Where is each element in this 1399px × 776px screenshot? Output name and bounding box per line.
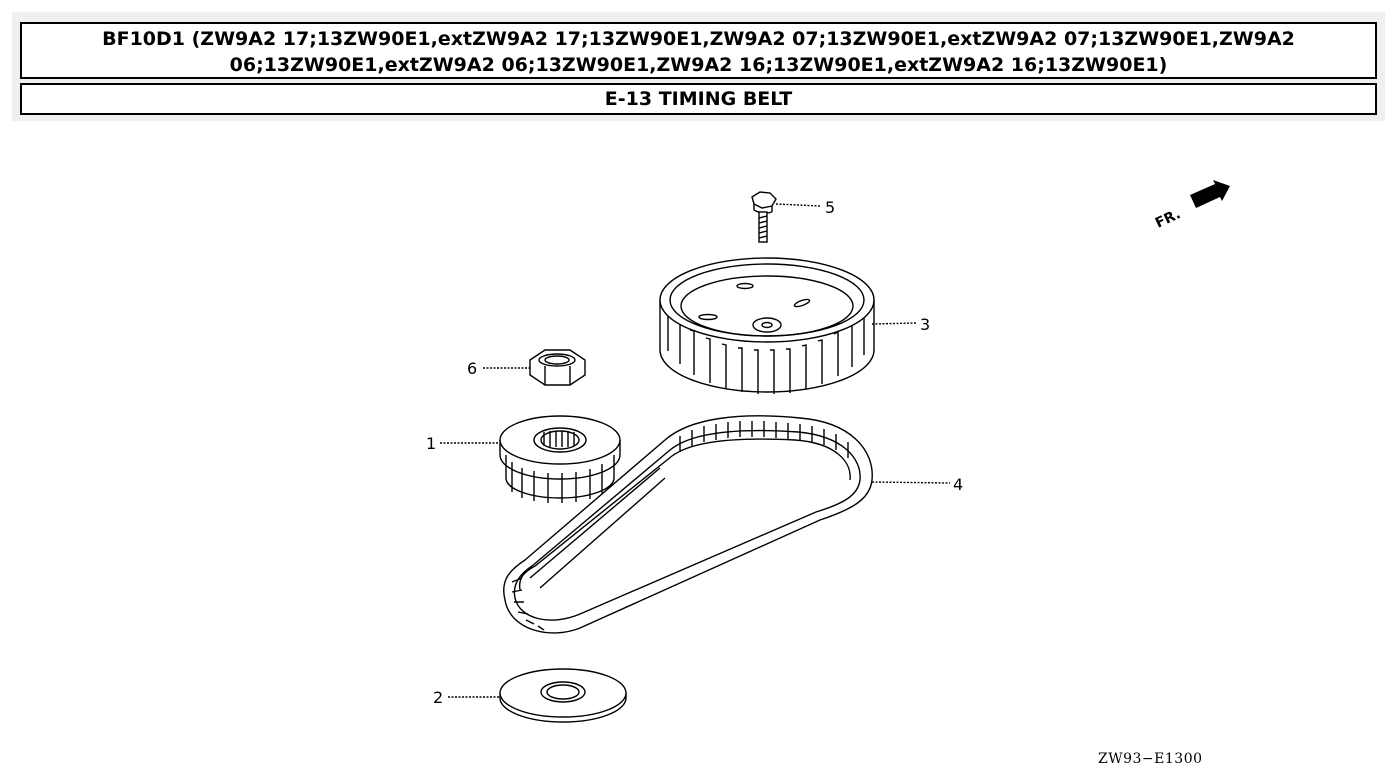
callout-5: 5 bbox=[825, 198, 835, 217]
callout-2: 2 bbox=[433, 688, 443, 707]
header-panel: BF10D1 (ZW9A2 17;13ZW90E1,extZW9A2 17;13… bbox=[12, 12, 1385, 121]
callout-1: 1 bbox=[426, 434, 436, 453]
callout-6: 6 bbox=[467, 359, 477, 378]
part-5-bolt bbox=[751, 191, 821, 243]
part-2-washer bbox=[448, 668, 627, 723]
model-title: BF10D1 (ZW9A2 17;13ZW90E1,extZW9A2 17;13… bbox=[20, 22, 1377, 79]
front-marker-label: FR. bbox=[1153, 206, 1183, 231]
part-6-nut bbox=[483, 349, 586, 386]
section-title: E-13 TIMING BELT bbox=[20, 83, 1377, 115]
drawing-code: ZW93−E1300 bbox=[1098, 751, 1203, 767]
part-4-timing-belt bbox=[503, 415, 951, 634]
callout-3: 3 bbox=[920, 315, 930, 334]
front-direction-arrow: FR. bbox=[1153, 180, 1230, 232]
part-1-drive-pulley bbox=[440, 415, 621, 503]
part-3-driven-pulley bbox=[659, 257, 917, 394]
callout-4: 4 bbox=[953, 475, 963, 494]
